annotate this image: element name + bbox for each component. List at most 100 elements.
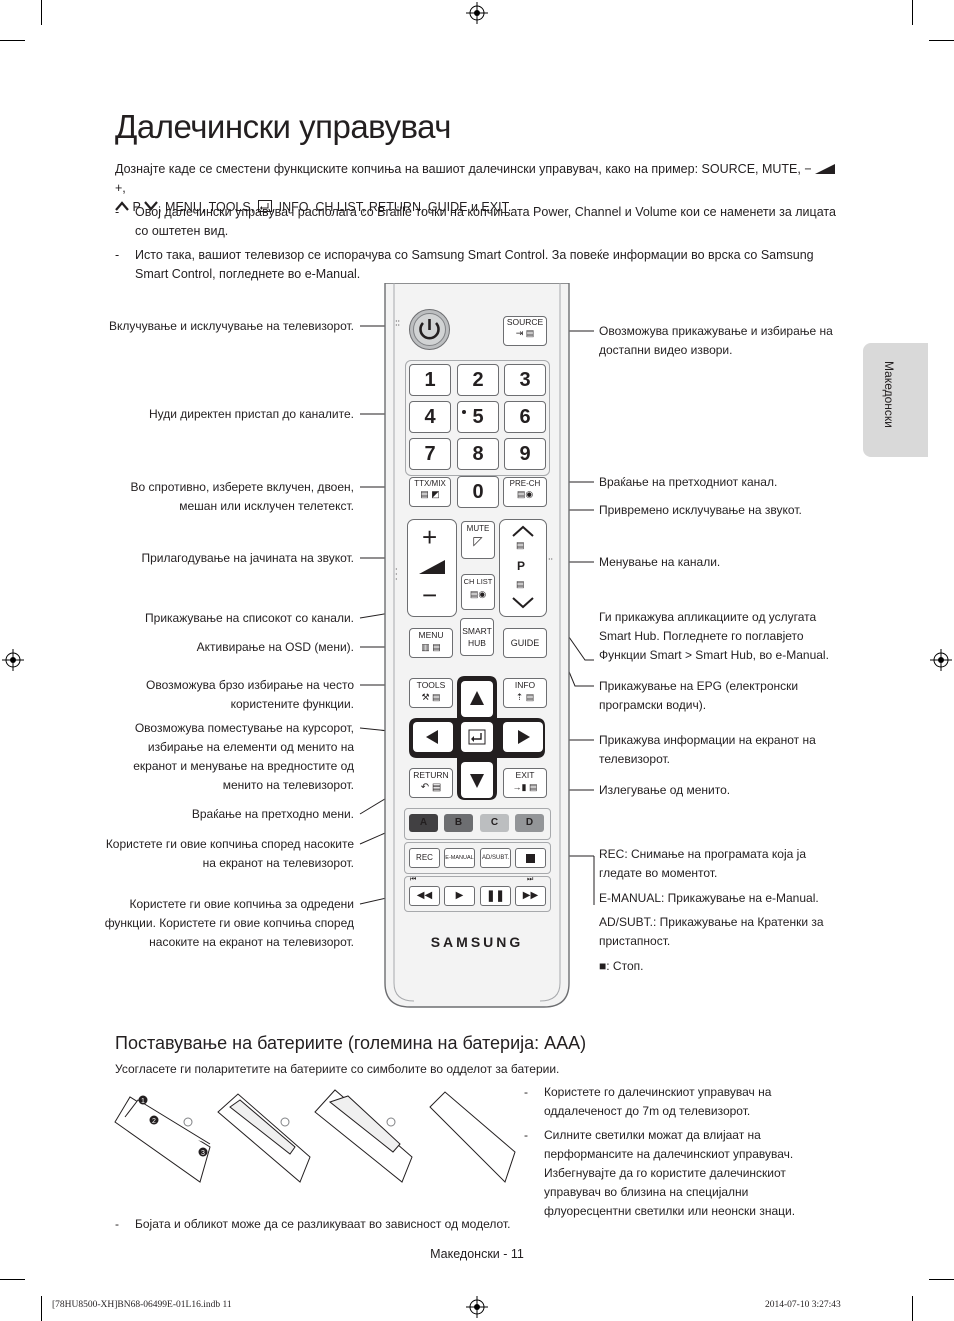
label-teletext: Во спротивно, изберете вклучен, двоен, м… — [130, 480, 354, 513]
volume-down-icon: − — [422, 580, 438, 610]
ttx-mix-button[interactable]: TTX/MIX▤ ◩ — [409, 477, 451, 507]
fast-forward-button[interactable]: ▶▶ — [515, 886, 546, 906]
volume-rocker[interactable]: + − — [407, 519, 457, 617]
teletext-icon: ▤ ◩ — [420, 489, 440, 499]
samsung-logo: SAMSUNG — [430, 934, 524, 950]
rec-button[interactable]: REC — [409, 848, 440, 868]
channel-p-label: P — [517, 559, 526, 573]
label-exit: Излегување од менито. — [599, 783, 731, 797]
label-emanual: E-MANUAL: Прикажување на e-Manual. — [599, 891, 819, 905]
bullet-text: Исто така, вашиот телевизор се испорачув… — [135, 248, 814, 281]
digit-button-0[interactable]: 0 — [457, 476, 499, 508]
intro-keys-3: , INFO, CH LIST, RETURN, GUIDE и EXIT. — [271, 200, 512, 214]
intro-keys-2: , MENU, TOOLS, — [158, 200, 258, 214]
intro-text: Дознајте каде се сместени функциските ко… — [115, 162, 702, 176]
digit-pad — [405, 360, 550, 476]
color-button-c[interactable]: C — [480, 814, 509, 832]
channel-rocker[interactable]: ▤ P ▤ — [499, 519, 547, 617]
enter-key-icon — [257, 200, 272, 212]
e-manual-button[interactable]: E-MANUAL — [444, 848, 475, 868]
return-icon: ↶ ▤ — [420, 782, 442, 793]
battery-note: - Бојата и обликот може да се разликуваа… — [115, 1215, 535, 1234]
bullet-dash: - — [524, 1085, 528, 1099]
digit-button-2[interactable]: 2 — [457, 364, 499, 396]
guide-button[interactable]: GUIDE — [503, 628, 547, 658]
battery-heading: Поставување на батериите (големина на ба… — [115, 1033, 587, 1053]
volume-icon — [419, 560, 445, 574]
digit-button-5[interactable]: 5 — [457, 401, 499, 433]
fast-forward-icon: ▶▶ — [522, 890, 539, 901]
label-chlist: Прикажување на списокот со канали. — [145, 611, 354, 625]
digit-button-1[interactable]: 1 — [409, 364, 451, 396]
exit-icon: →▮ ▤ — [512, 782, 538, 792]
hub-label: HUB — [468, 638, 486, 648]
return-label: RETURN — [413, 770, 449, 780]
color-button-d[interactable]: D — [515, 814, 544, 832]
down-button[interactable] — [461, 762, 493, 798]
chevron-up-icon — [115, 201, 129, 211]
ad-subt-button[interactable]: AD/SUBT. — [480, 848, 511, 868]
chevron-down-icon — [144, 201, 158, 211]
digit-button-7[interactable]: 7 — [409, 438, 451, 470]
pause-button[interactable]: ❚❚ — [480, 886, 511, 906]
pause-icon: ❚❚ — [486, 890, 505, 902]
volume-minus-glyph: − — [804, 162, 812, 176]
label-volume: Прилагодување на јачината на звукот. — [141, 551, 355, 565]
digit-button-3[interactable]: 3 — [504, 364, 546, 396]
menu-button[interactable]: MENU▥ ▤ — [409, 628, 453, 658]
menu-icon: ▥ ▤ — [421, 642, 441, 652]
intro-keys: SOURCE, MUTE, — [701, 162, 805, 176]
label-info: Прикажува информации на екранот на телев… — [599, 733, 816, 766]
battery-bullet-distance: - Користете го далечинскиот управувач на… — [524, 1083, 814, 1121]
label-mute: Привремено исклучување на звукот. — [599, 503, 802, 517]
pre-ch-label: PRE-CH — [509, 479, 541, 488]
stop-button[interactable] — [515, 848, 546, 868]
source-button[interactable]: SOURCE ⇥ ▤ — [503, 316, 547, 346]
pre-ch-button[interactable]: PRE-CH▤◉ — [503, 477, 547, 507]
volume-up-icon: + — [422, 522, 438, 552]
braille-dots-icon: ⋅⋅ — [548, 555, 554, 564]
mute-button[interactable]: MUTE◸ — [461, 521, 495, 559]
info-label: INFO — [514, 680, 536, 690]
exit-button[interactable]: EXIT→▮ ▤ — [503, 768, 547, 798]
bullet-dash: - — [115, 248, 120, 262]
digit-button-4[interactable]: 4 — [409, 401, 451, 433]
color-button-b[interactable]: B — [444, 814, 473, 832]
play-button[interactable]: ▶ — [444, 886, 475, 906]
ch-list-button[interactable]: CH LIST▤◉ — [461, 574, 495, 610]
enter-button[interactable] — [461, 722, 493, 752]
source-button-label: SOURCE — [506, 317, 544, 327]
function-keys-frame — [404, 842, 551, 874]
crop-mark — [929, 40, 954, 41]
right-button[interactable] — [503, 722, 543, 752]
registration-mark-icon — [466, 2, 488, 24]
return-button[interactable]: RETURN ↶ ▤ — [409, 768, 453, 798]
power-button[interactable] — [408, 308, 451, 351]
bullet-dash: - — [524, 1128, 528, 1142]
page-number: Македонски - 11 — [430, 1247, 524, 1261]
skip-forward-icon: ⏭ — [527, 876, 534, 883]
crop-mark — [912, 0, 913, 25]
skip-back-icon: ⏮ — [410, 876, 417, 883]
ch-list-label: CH LIST — [463, 577, 493, 586]
arrow-down-icon — [470, 774, 484, 788]
info-button[interactable]: INFO⇡ ▤ — [503, 678, 547, 708]
mute-icon: ◸ — [473, 534, 483, 548]
color-button-a[interactable]: A — [409, 814, 438, 832]
bullet-text: Користете го далечинскиот управувач на о… — [544, 1085, 772, 1118]
label-media-keys: Користете ги овие копчиња за одредени фу… — [104, 897, 354, 949]
rewind-button[interactable]: ◀◀ — [409, 886, 440, 906]
crop-mark — [929, 1279, 954, 1280]
up-button[interactable] — [461, 681, 493, 717]
tools-button[interactable]: TOOLS⚒ ▤ — [409, 678, 453, 708]
rewind-icon: ◀◀ — [416, 890, 433, 901]
volume-icon — [815, 164, 836, 174]
crop-mark — [0, 40, 25, 41]
digit-button-8[interactable]: 8 — [457, 438, 499, 470]
digit-button-9[interactable]: 9 — [504, 438, 546, 470]
braille-dot-icon — [462, 410, 466, 414]
step-3-label: 3 — [201, 1150, 205, 1157]
left-button[interactable] — [413, 722, 453, 752]
digit-button-6[interactable]: 6 — [504, 401, 546, 433]
